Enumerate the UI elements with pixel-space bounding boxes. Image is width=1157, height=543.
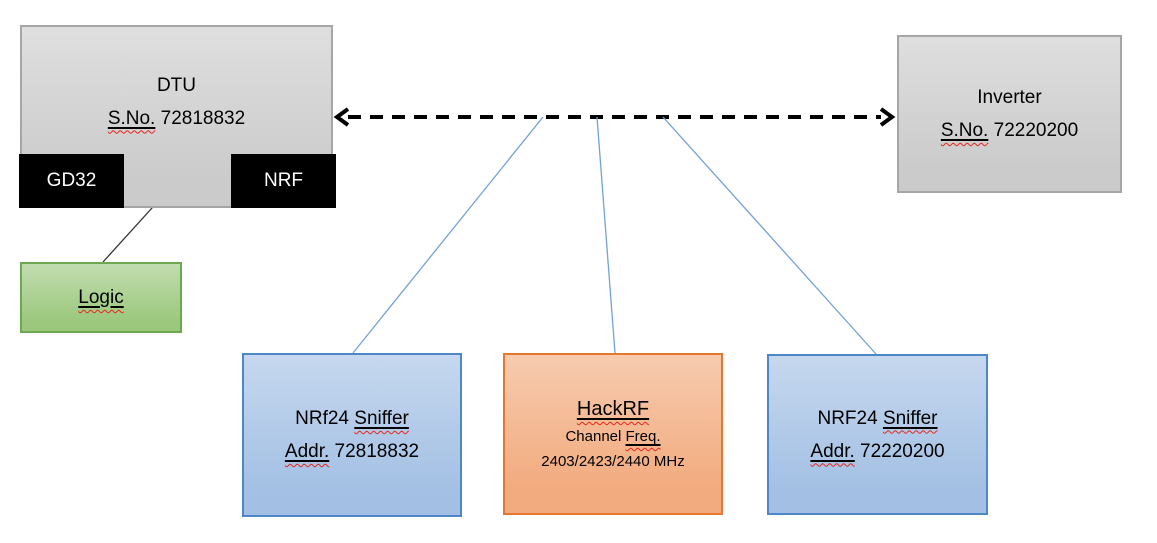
gd32-label: GD32 <box>46 170 97 191</box>
inverter-serial: S.No. 72220200 <box>941 114 1078 147</box>
sniffer-left-addr: Addr. 72818832 <box>284 441 420 462</box>
hackrf-box: HackRF Channel Freq. 2403/2423/2440 MHz <box>503 353 723 515</box>
dtu-inverter-dashed-arrow <box>333 107 896 127</box>
inverter-box: Inverter S.No. 72220200 <box>897 35 1122 193</box>
dtu-box: DTU S.No. 72818832 GD32 NRF <box>19 25 336 208</box>
inverter-serial-label: S.No. <box>940 120 989 141</box>
sniffer-left-box: NRf24 Sniffer Addr. 72818832 <box>242 353 462 517</box>
hackrf-channel-line: Channel Freq. <box>565 428 661 445</box>
sniffer-left-name: NRf24 Sniffer <box>295 408 409 429</box>
sniffer-right-box: NRF24 Sniffer Addr. 72220200 <box>767 354 988 515</box>
sniffer-right-addr: Addr. 72220200 <box>810 440 945 462</box>
dtu-title: DTU <box>156 74 197 96</box>
gd32-chip: GD32 <box>19 154 124 208</box>
connector-line-hackrf <box>596 116 616 354</box>
dtu-serial: S.No. 72818832 <box>108 102 245 135</box>
logic-box: Logic <box>20 262 182 333</box>
logic-label: Logic <box>78 287 124 308</box>
inverter-title: Inverter <box>977 87 1042 108</box>
hackrf-frequencies: 2403/2423/2440 MHz <box>541 453 685 470</box>
dtu-serial-value: 72818832 <box>155 107 246 129</box>
connector-line-sniffer-right <box>662 116 877 355</box>
dtu-serial-label: S.No. <box>107 107 156 129</box>
nrf-chip: NRF <box>231 154 336 208</box>
connector-line-sniffer-left <box>352 116 544 354</box>
sniffer-right-name: NRF24 Sniffer <box>817 407 938 429</box>
nrf-label: NRF <box>263 170 304 191</box>
inverter-serial-value: 72220200 <box>988 120 1079 141</box>
hackrf-title: HackRF <box>576 398 650 420</box>
